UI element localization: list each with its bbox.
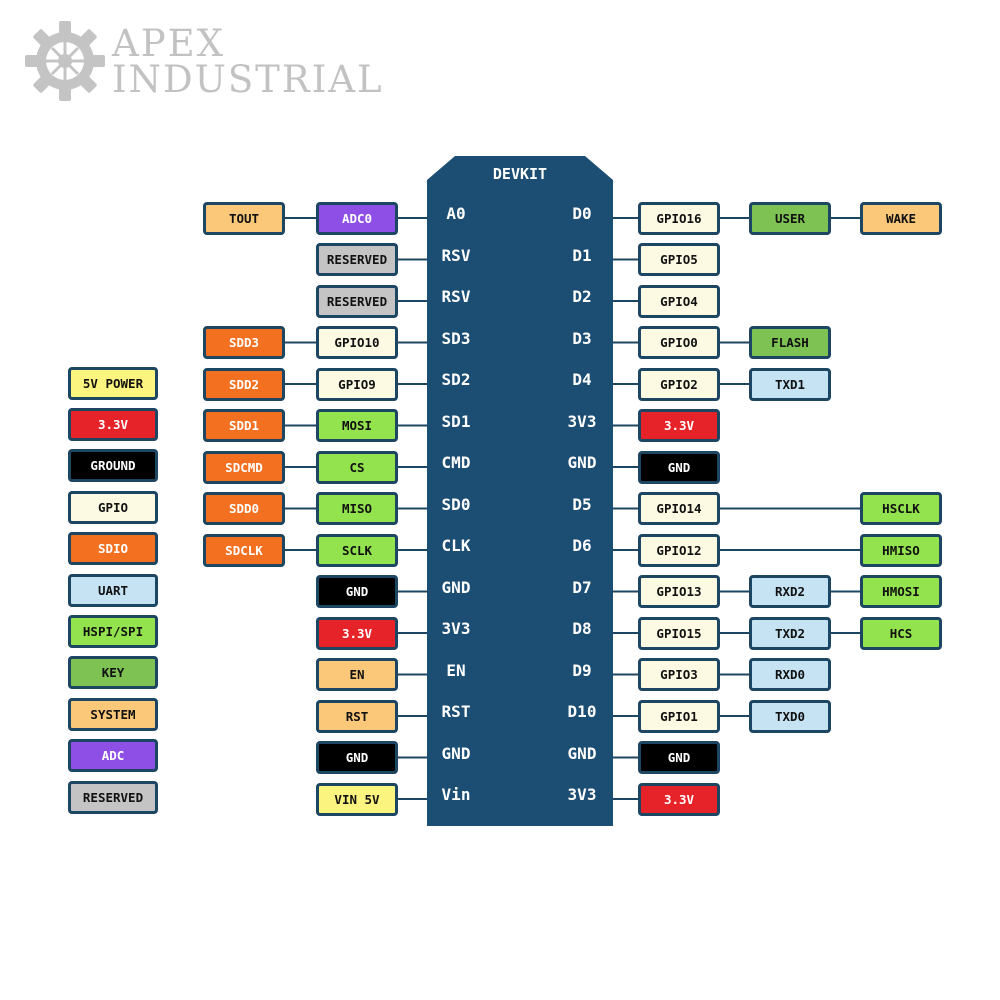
pin-label-reserved: RESERVED: [316, 243, 398, 276]
pin-label-sdio: SDD0: [203, 492, 285, 525]
legend-item-system: SYSTEM: [68, 697, 158, 731]
pin-label-gpio: GPIO13: [638, 575, 720, 608]
board-pin-left-label: GND: [441, 577, 471, 597]
board-pin-right-label: D5: [572, 494, 592, 514]
pin-label-gpio: GPIO9: [316, 367, 398, 401]
board-pin-right-label: D1: [572, 245, 592, 265]
pin-label-gpio: GPIO4: [638, 284, 720, 318]
pin-label-uart: RXD2: [749, 575, 831, 608]
legend-item-power33: 3.3V: [68, 407, 158, 441]
board-pin-left-label: 3V3: [441, 619, 471, 638]
pin-label-power33: 3.3V: [638, 409, 720, 442]
pin-label-system: RST: [316, 699, 398, 733]
board-pin-left-label: RSV: [441, 287, 471, 306]
board-pin-right-label: GND: [567, 743, 597, 763]
pin-label-gpio: GPIO12: [638, 533, 720, 567]
pin-label-sdio: SDCMD: [203, 450, 285, 484]
pin-label-ground: GND: [316, 741, 398, 774]
pin-label-gpio: GPIO3: [638, 658, 720, 691]
pin-label-gpio: GPIO1: [638, 699, 720, 733]
board-title: DEVKIT: [492, 165, 548, 183]
board-pin-right-label: GND: [567, 453, 597, 472]
pin-label-spi: CS: [316, 450, 398, 484]
board-pin-right-label: D6: [572, 536, 592, 555]
board-pin-left-label: GND: [441, 743, 471, 763]
pin-label-uart: RXD0: [749, 658, 831, 691]
pin-label-sdio: SDD2: [203, 367, 285, 401]
pin-label-gpio: GPIO5: [638, 243, 720, 276]
pin-label-ground: GND: [316, 575, 398, 608]
pin-label-sdio: SDD3: [203, 326, 285, 359]
pin-label-spi: HMOSI: [860, 575, 942, 608]
pin-label-spi: HSCLK: [860, 492, 942, 525]
pin-label-ground: GND: [638, 741, 720, 774]
board-pin-right-label: D2: [572, 287, 592, 306]
board-pin-right-label: D7: [572, 577, 592, 597]
board-pin-right-label: D8: [572, 619, 592, 638]
legend-item-sdio: SDIO: [68, 532, 158, 566]
brand-name-line1: APEX: [112, 22, 225, 65]
board-pin-left-label: SD3: [441, 328, 471, 348]
legend-item-gpio: GPIO: [68, 490, 158, 524]
legend-item-adc: ADC: [68, 739, 158, 773]
pin-label-system: EN: [316, 658, 398, 691]
pin-label-gpio: GPIO2: [638, 367, 720, 401]
pin-label-sdio: SDD1: [203, 409, 285, 442]
pin-label-power33: 3.3V: [316, 616, 398, 650]
gear-icon: [25, 21, 105, 101]
pin-label-power5v: VIN 5V: [316, 782, 398, 816]
board-pin-left-label: A0: [446, 204, 466, 223]
board-pin-left-label: EN: [446, 660, 466, 680]
legend-item-reserved: RESERVED: [68, 780, 158, 814]
pin-label-gpio: GPIO16: [638, 201, 720, 235]
legend-item-power5v: 5V POWER: [68, 366, 158, 400]
pin-label-sdio: SDCLK: [203, 533, 285, 567]
pin-label-spi: SCLK: [316, 533, 398, 567]
legend-item-uart: UART: [68, 573, 158, 607]
board-pin-left-label: Vin: [441, 785, 471, 804]
board-pin-left-label: RSV: [441, 245, 471, 265]
board-pin-right-label: 3V3: [567, 411, 597, 431]
pin-label-spi: HMISO: [860, 533, 942, 567]
board-pin-left-label: CMD: [441, 453, 471, 472]
board-pin-right-label: D0: [572, 204, 592, 223]
pin-label-uart: TXD1: [749, 367, 831, 401]
board-pin-right-label: D3: [572, 328, 592, 348]
pin-label-ground: GND: [638, 450, 720, 484]
board-pin-left-label: CLK: [441, 536, 471, 555]
pin-label-power33: 3.3V: [638, 782, 720, 816]
brand-logo: APEX INDUSTRIAL: [24, 20, 382, 102]
pin-label-spi: HCS: [860, 616, 942, 650]
pin-label-system: WAKE: [860, 201, 942, 235]
pin-label-spi: MOSI: [316, 409, 398, 442]
pin-label-reserved: RESERVED: [316, 284, 398, 318]
board-pin-left-label: SD0: [441, 494, 471, 514]
legend-item-ground: GROUND: [68, 449, 158, 483]
legend-item-spi: HSPI/SPI: [68, 614, 158, 648]
board-pin-left-label: SD1: [441, 411, 471, 431]
board-pin-right-label: 3V3: [567, 785, 597, 804]
board-pin-right-label: D4: [572, 370, 592, 389]
pin-label-gpio: GPIO0: [638, 326, 720, 359]
pin-label-adc: ADC0: [316, 201, 398, 235]
pin-label-uart: TXD2: [749, 616, 831, 650]
brand-name-line2: INDUSTRIAL: [112, 58, 384, 101]
pin-label-spi: MISO: [316, 492, 398, 525]
pin-label-gpio: GPIO15: [638, 616, 720, 650]
pin-label-gpio: GPIO10: [316, 326, 398, 359]
board-pin-left-label: RST: [441, 702, 471, 721]
board-pin-left-label: SD2: [441, 370, 471, 389]
pin-label-key: USER: [749, 201, 831, 235]
board-pin-right-label: D9: [572, 660, 592, 680]
pin-label-key: FLASH: [749, 326, 831, 359]
legend-item-key: KEY: [68, 656, 158, 690]
board-pin-right-label: D10: [567, 702, 597, 721]
pin-label-gpio: GPIO14: [638, 492, 720, 525]
pin-label-system: TOUT: [203, 201, 285, 235]
pin-label-uart: TXD0: [749, 699, 831, 733]
